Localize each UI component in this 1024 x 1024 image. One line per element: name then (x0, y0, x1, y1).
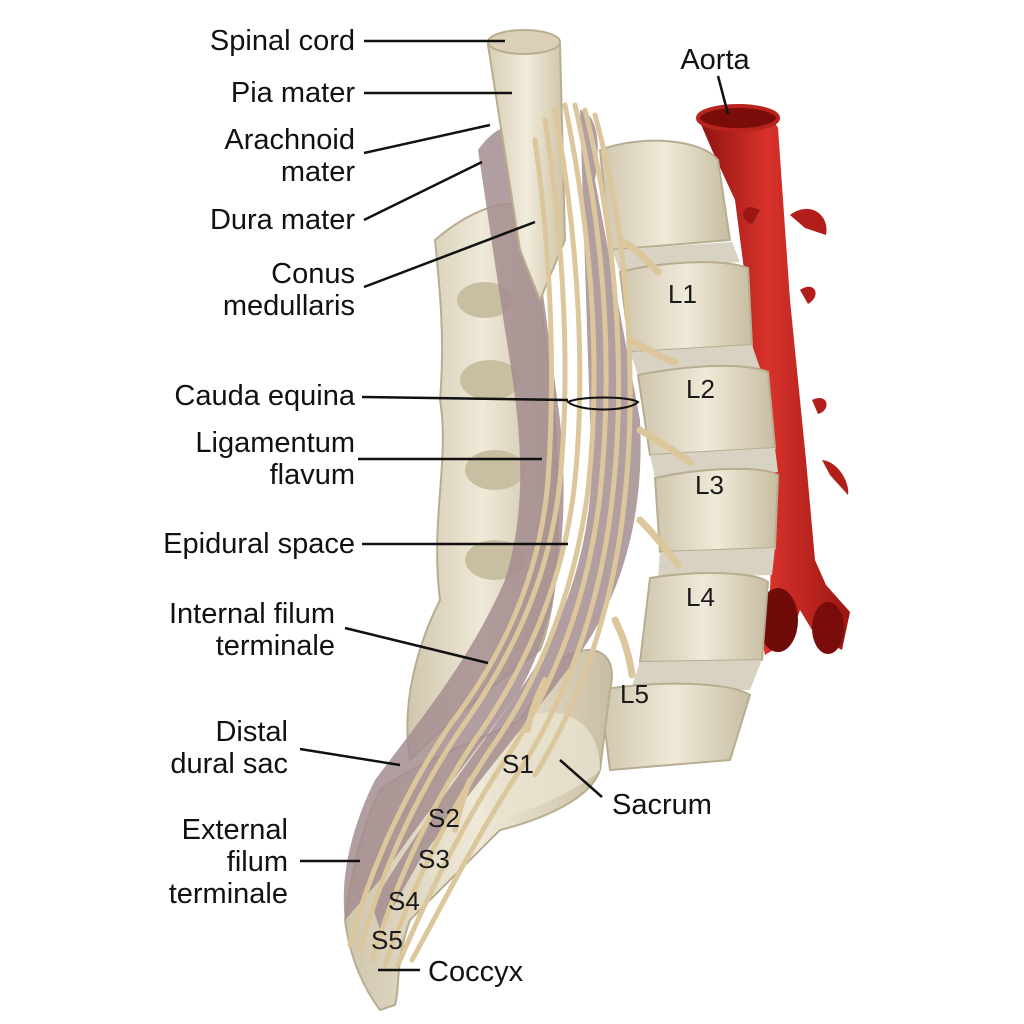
label-distal-dural-sac: Distal dural sac (170, 716, 288, 780)
vertebra-label-s3: S3 (418, 844, 450, 874)
lumbar-vertebral-column (598, 139, 780, 772)
vertebra-label-l2: L2 (686, 374, 715, 404)
vertebra-label-l3: L3 (695, 470, 724, 500)
vertebra-label-l5: L5 (620, 679, 649, 709)
label-pia-mater: Pia mater (230, 77, 355, 109)
label-arachnoid-mater: Arachnoid mater (224, 124, 355, 188)
label-epidural-space: Epidural space (163, 528, 355, 560)
label-internal-filum-terminale: Internal filum terminale (168, 598, 335, 662)
vertebra-label-l1: L1 (668, 279, 697, 309)
label-dura-mater: Dura mater (209, 204, 355, 236)
label-spinal-cord: Spinal cord (209, 25, 355, 57)
aorta-vessel (696, 104, 850, 656)
vertebra-label-s5: S5 (371, 925, 403, 955)
vertebra-label-s1: S1 (502, 749, 534, 779)
vertebra-label-l4: L4 (686, 582, 715, 612)
label-aorta: Aorta (680, 44, 750, 76)
dura-sheath (343, 110, 641, 930)
leader-lines (299, 39, 730, 972)
cauda-equina-bundle (347, 102, 694, 968)
label-cauda-equina: Cauda equina (174, 380, 355, 412)
label-external-filum-terminale: External filum terminale (168, 814, 288, 910)
label-conus-medullaris: Conus medullaris (222, 258, 355, 322)
label-sacrum: Sacrum (612, 789, 712, 821)
vertebra-label-s4: S4 (388, 886, 420, 916)
label-coccyx: Coccyx (428, 956, 524, 988)
label-ligamentum-flavum: Ligamentum flavum (195, 427, 355, 491)
cauda-band (566, 396, 640, 411)
vertebra-label-s2: S2 (428, 803, 460, 833)
